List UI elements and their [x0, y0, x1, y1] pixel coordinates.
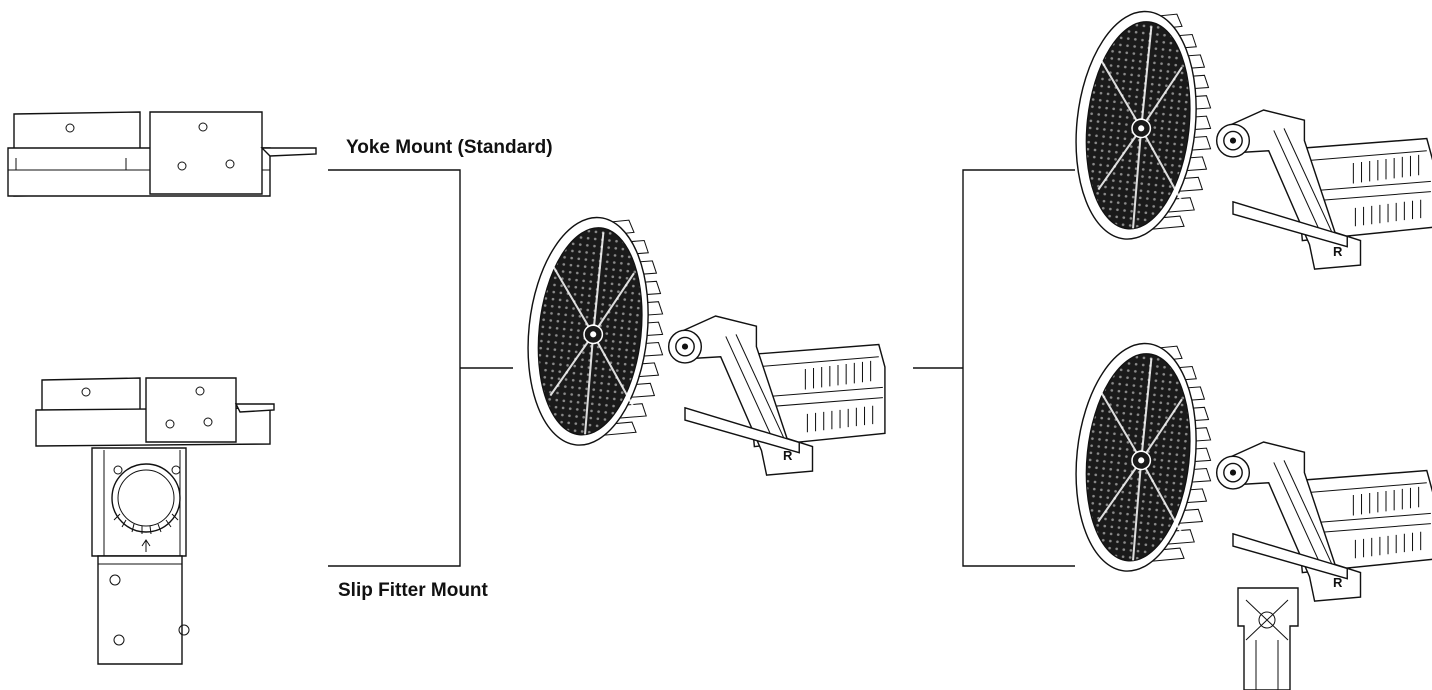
yoke-mounted-fixture-illustration [1064, 4, 1432, 271]
center-fixture-badge: R [783, 448, 793, 463]
connector-lines [328, 169, 1075, 567]
slip-fitter-mount-label: Slip Fitter Mount [338, 580, 488, 601]
yoke-bracket-illustration [7, 111, 317, 197]
yoke-fixture-badge: R [1333, 244, 1343, 259]
yoke-mount-label: Yoke Mount (Standard) [346, 137, 553, 158]
slip-fitter-illustration [35, 377, 275, 665]
center-fixture-illustration [516, 210, 886, 477]
slip-fixture-badge: R [1333, 575, 1343, 590]
slip-fitter-mounted-fixture-illustration [1064, 336, 1432, 690]
